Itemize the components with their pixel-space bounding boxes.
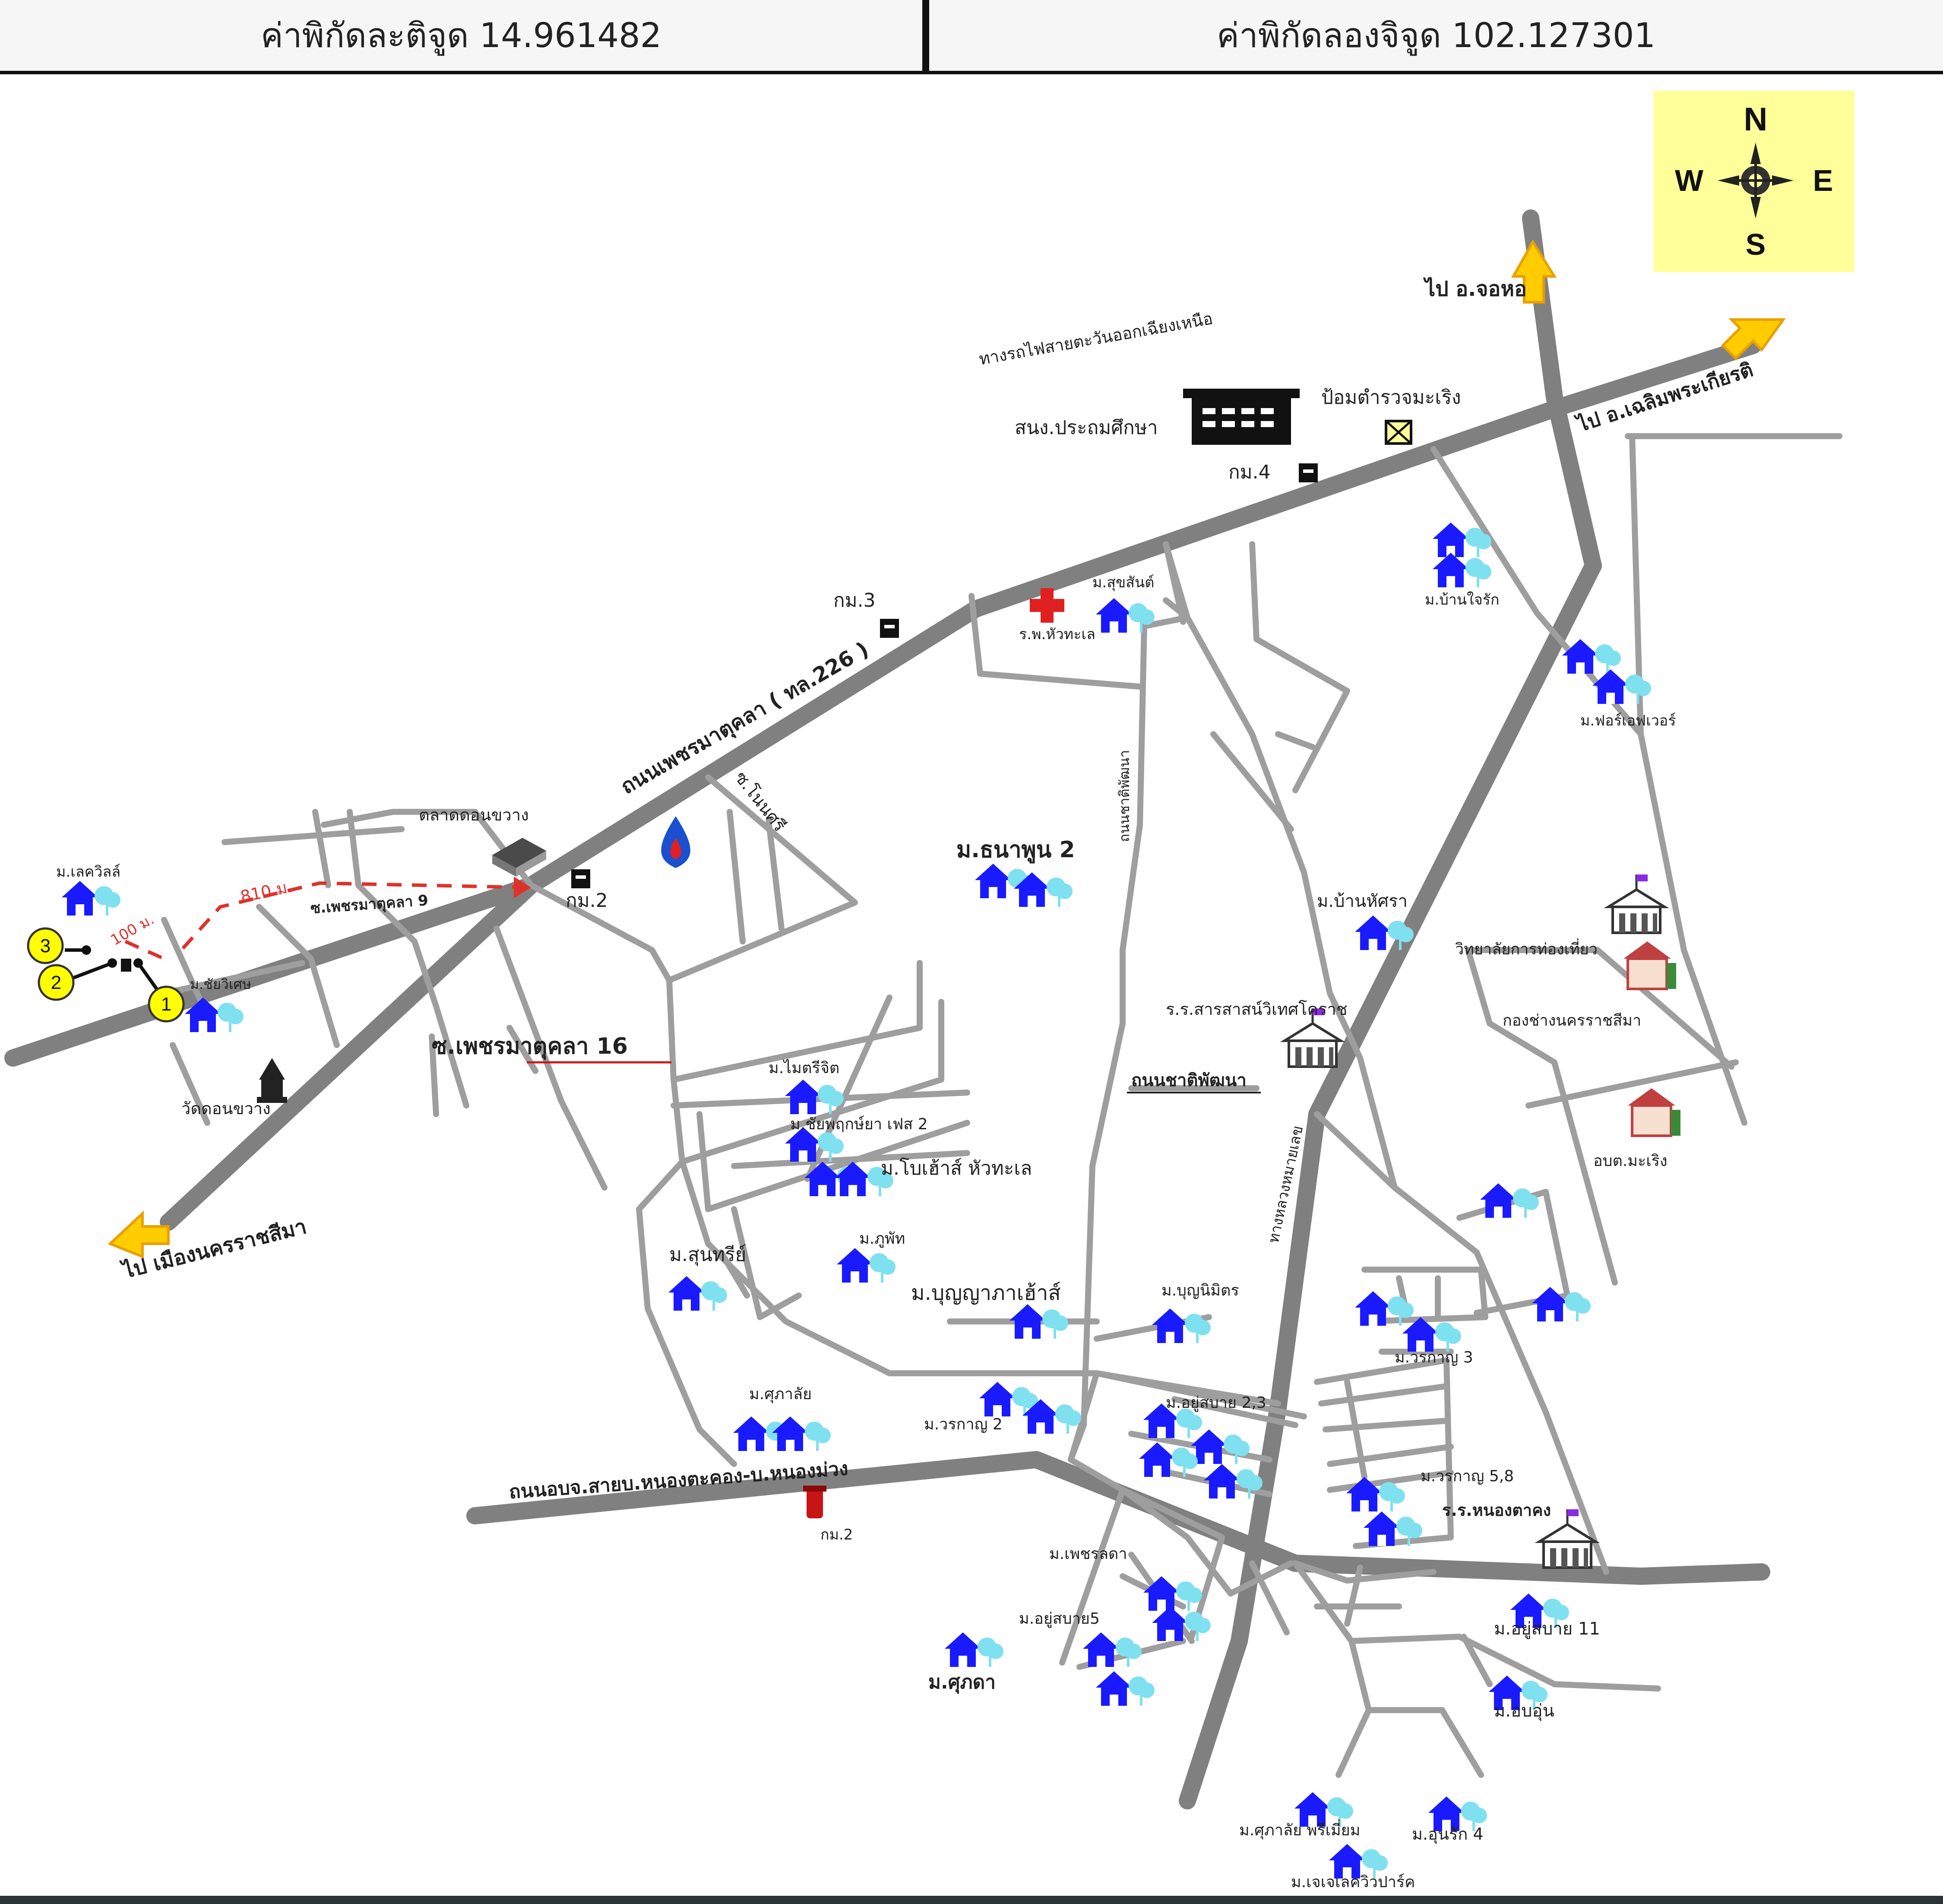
label-to-nakhon: ไป เมืองนครราชสีมา	[118, 1214, 309, 1284]
label-m-chaiwiset: ม.ชัยวิเศษ	[190, 976, 251, 992]
label-to-chokchai: ไป อ.จอหอ	[1423, 276, 1527, 301]
label-school-nongtakhong: ร.ร.หนองตาคง	[1442, 1501, 1551, 1520]
label-km4: กม.4	[1228, 461, 1271, 483]
km4-post-icon	[1299, 463, 1318, 482]
police-box-icon	[1385, 420, 1412, 445]
label-police: ป้อมตำรวจมะเริง	[1321, 387, 1461, 409]
label-m-warakon58: ม.วรกาญ 5,8	[1421, 1467, 1514, 1485]
label-m-bunnimit: ม.บุญนิมิตร	[1161, 1282, 1239, 1300]
label-road-chatpatthana-v: ถนนชาติพัฒนา	[1116, 750, 1133, 842]
compass-w: W	[1675, 164, 1703, 197]
compass-n: N	[1744, 101, 1768, 138]
km3-post-icon	[880, 619, 899, 638]
temple-icon	[257, 1058, 287, 1103]
label-m-warakon2: ม.วรกาญ 2	[924, 1416, 1003, 1433]
label-school-lasalle: ร.ร.สารสาสน์วิเทศโคราช	[1166, 1000, 1348, 1019]
compass-e: E	[1813, 164, 1833, 197]
label-m-yusabai5: ม.อยู่สบาย5	[1019, 1610, 1100, 1628]
market-icon	[492, 838, 546, 877]
obt-marueng-icon	[1628, 1088, 1680, 1137]
latitude-label: ค่าพิกัดละติจูด 14.961482	[260, 16, 662, 55]
label-m-forever: ม.ฟอร์เอฟเวอร์	[1580, 712, 1676, 729]
arrow-north-icon	[1511, 239, 1557, 304]
location-markers: 3 2 1	[27, 927, 185, 1023]
label-m-ounrak4: ม.อุ่นรัก 4	[1412, 1825, 1484, 1844]
label-m-ban-hatsaya: ม.บ้านหัศรา	[1317, 891, 1408, 911]
label-m-lifestyle: ม.เลควิลล์	[56, 863, 120, 881]
fire-hydrant-icon	[803, 1486, 826, 1518]
label-soi16: ซ.เพชรมาตุคลา 16	[432, 1033, 628, 1060]
label-m-warakon3: ม.วรกาญ 3	[1395, 1349, 1473, 1366]
compass-s: S	[1746, 228, 1766, 261]
gas-station-icon	[661, 816, 690, 868]
compass-rose: N S W E	[1654, 91, 1854, 272]
svg-text:3: 3	[40, 935, 51, 957]
label-m-ounun: ม.อบอุ่น	[1494, 1701, 1554, 1721]
label-m-phuphat: ม.ภูพัท	[859, 1230, 905, 1248]
label-edu-office: สนง.ประถมศึกษา	[1015, 417, 1158, 439]
kong-chang-icon	[1623, 941, 1676, 990]
label-m-ban-jadsan: ม.บ้านใจรัก	[1425, 591, 1500, 608]
header-divider	[922, 0, 929, 71]
km2-post-icon	[571, 869, 590, 888]
label-road-chatpatthana: ถนนชาติพัฒนา	[1131, 1071, 1247, 1090]
label-m-bohaus: ม.โบเฮ้าส์ หัวทะเล	[881, 1157, 1032, 1179]
label-m-suphalai-pri: ม.ศุภาลัย พรีเมี่ยม	[1239, 1819, 1361, 1840]
label-m-suphada: ม.ศุภดา	[928, 1671, 996, 1694]
label-m-suphalai: ม.ศุภาลัย	[749, 1385, 812, 1403]
label-m-chaiyaphruek: ม.ชัยพฤกษ์ยา เฟส 2	[790, 1115, 928, 1133]
label-market: ตลาดดอนขวาง	[419, 805, 529, 824]
label-soi9: ซ.เพชรมาตุคลา 9	[310, 892, 429, 918]
direction-arrows	[108, 239, 1786, 1259]
route-dashed	[124, 881, 527, 960]
label-hospital: ร.พ.หัวทะเล	[1019, 626, 1095, 643]
label-m-yusabai11: ม.อยู่สบาย 11	[1494, 1619, 1600, 1639]
marker-3: 3	[27, 927, 64, 964]
minor-roads	[161, 433, 1842, 1778]
label-dist-810: 810 ม.	[239, 877, 294, 906]
marker-1: 1	[148, 985, 185, 1023]
label-m-phetrada: ม.เพชรลดา	[1049, 1545, 1127, 1563]
label-kong-chang: กองช่างนครราชสีมา	[1503, 1012, 1641, 1030]
svg-text:1: 1	[161, 994, 171, 1015]
marker-2: 2	[38, 964, 75, 1001]
label-km2b: กม.2	[820, 1526, 853, 1543]
label-m-maitri: ม.ไมตรีจิต	[769, 1059, 839, 1077]
edu-office-icon	[1183, 389, 1300, 445]
label-obt-marueng: อบต.มะเริง	[1593, 1152, 1668, 1170]
arrow-southwest-icon	[108, 1210, 170, 1259]
route-arrowhead-icon	[514, 877, 531, 898]
label-km2a: กม.2	[566, 890, 608, 912]
bottom-strip	[0, 1896, 1943, 1904]
longitude-label: ค่าพิกัดลองจิจูด 102.127301	[1216, 16, 1656, 55]
hospital-icon	[1030, 588, 1064, 623]
coordinate-header: ค่าพิกัดละติจูด 14.961482 ค่าพิกัดลองจิจ…	[0, 0, 1943, 74]
svg-text:2: 2	[51, 972, 61, 993]
label-m-sukhsan: ม.สุขสันต์	[1092, 574, 1154, 591]
label-m-bunyaphahouse: ม.บุญญาภาเฮ้าส์	[911, 1281, 1061, 1305]
label-m-yusabai23: ม.อยู่สบาย 2,3	[1166, 1394, 1266, 1412]
college-tourism-icon	[1608, 874, 1665, 933]
area-map: 810 ม. 100 ม. 3 2 1	[4, 91, 1854, 1891]
label-m-sunthari: ม.สุนทรีย์	[669, 1244, 746, 1266]
arrow-northeast-icon	[1721, 318, 1786, 361]
label-km3: กม.3	[833, 589, 876, 611]
label-college-tourism: วิทยาลัยการท่องเที่ยว	[1455, 938, 1598, 958]
label-railway: ทางรถไฟสายตะวันออกเฉียงเหนือ	[978, 309, 1214, 369]
label-m-thanaphun2: ม.ธนาพูน 2	[956, 837, 1075, 864]
label-m-ichit: ม.เจเจเลควิวปาร์ค	[1291, 1873, 1415, 1891]
label-wat-donkhwang: วัดดอนขวาง	[181, 1099, 271, 1118]
